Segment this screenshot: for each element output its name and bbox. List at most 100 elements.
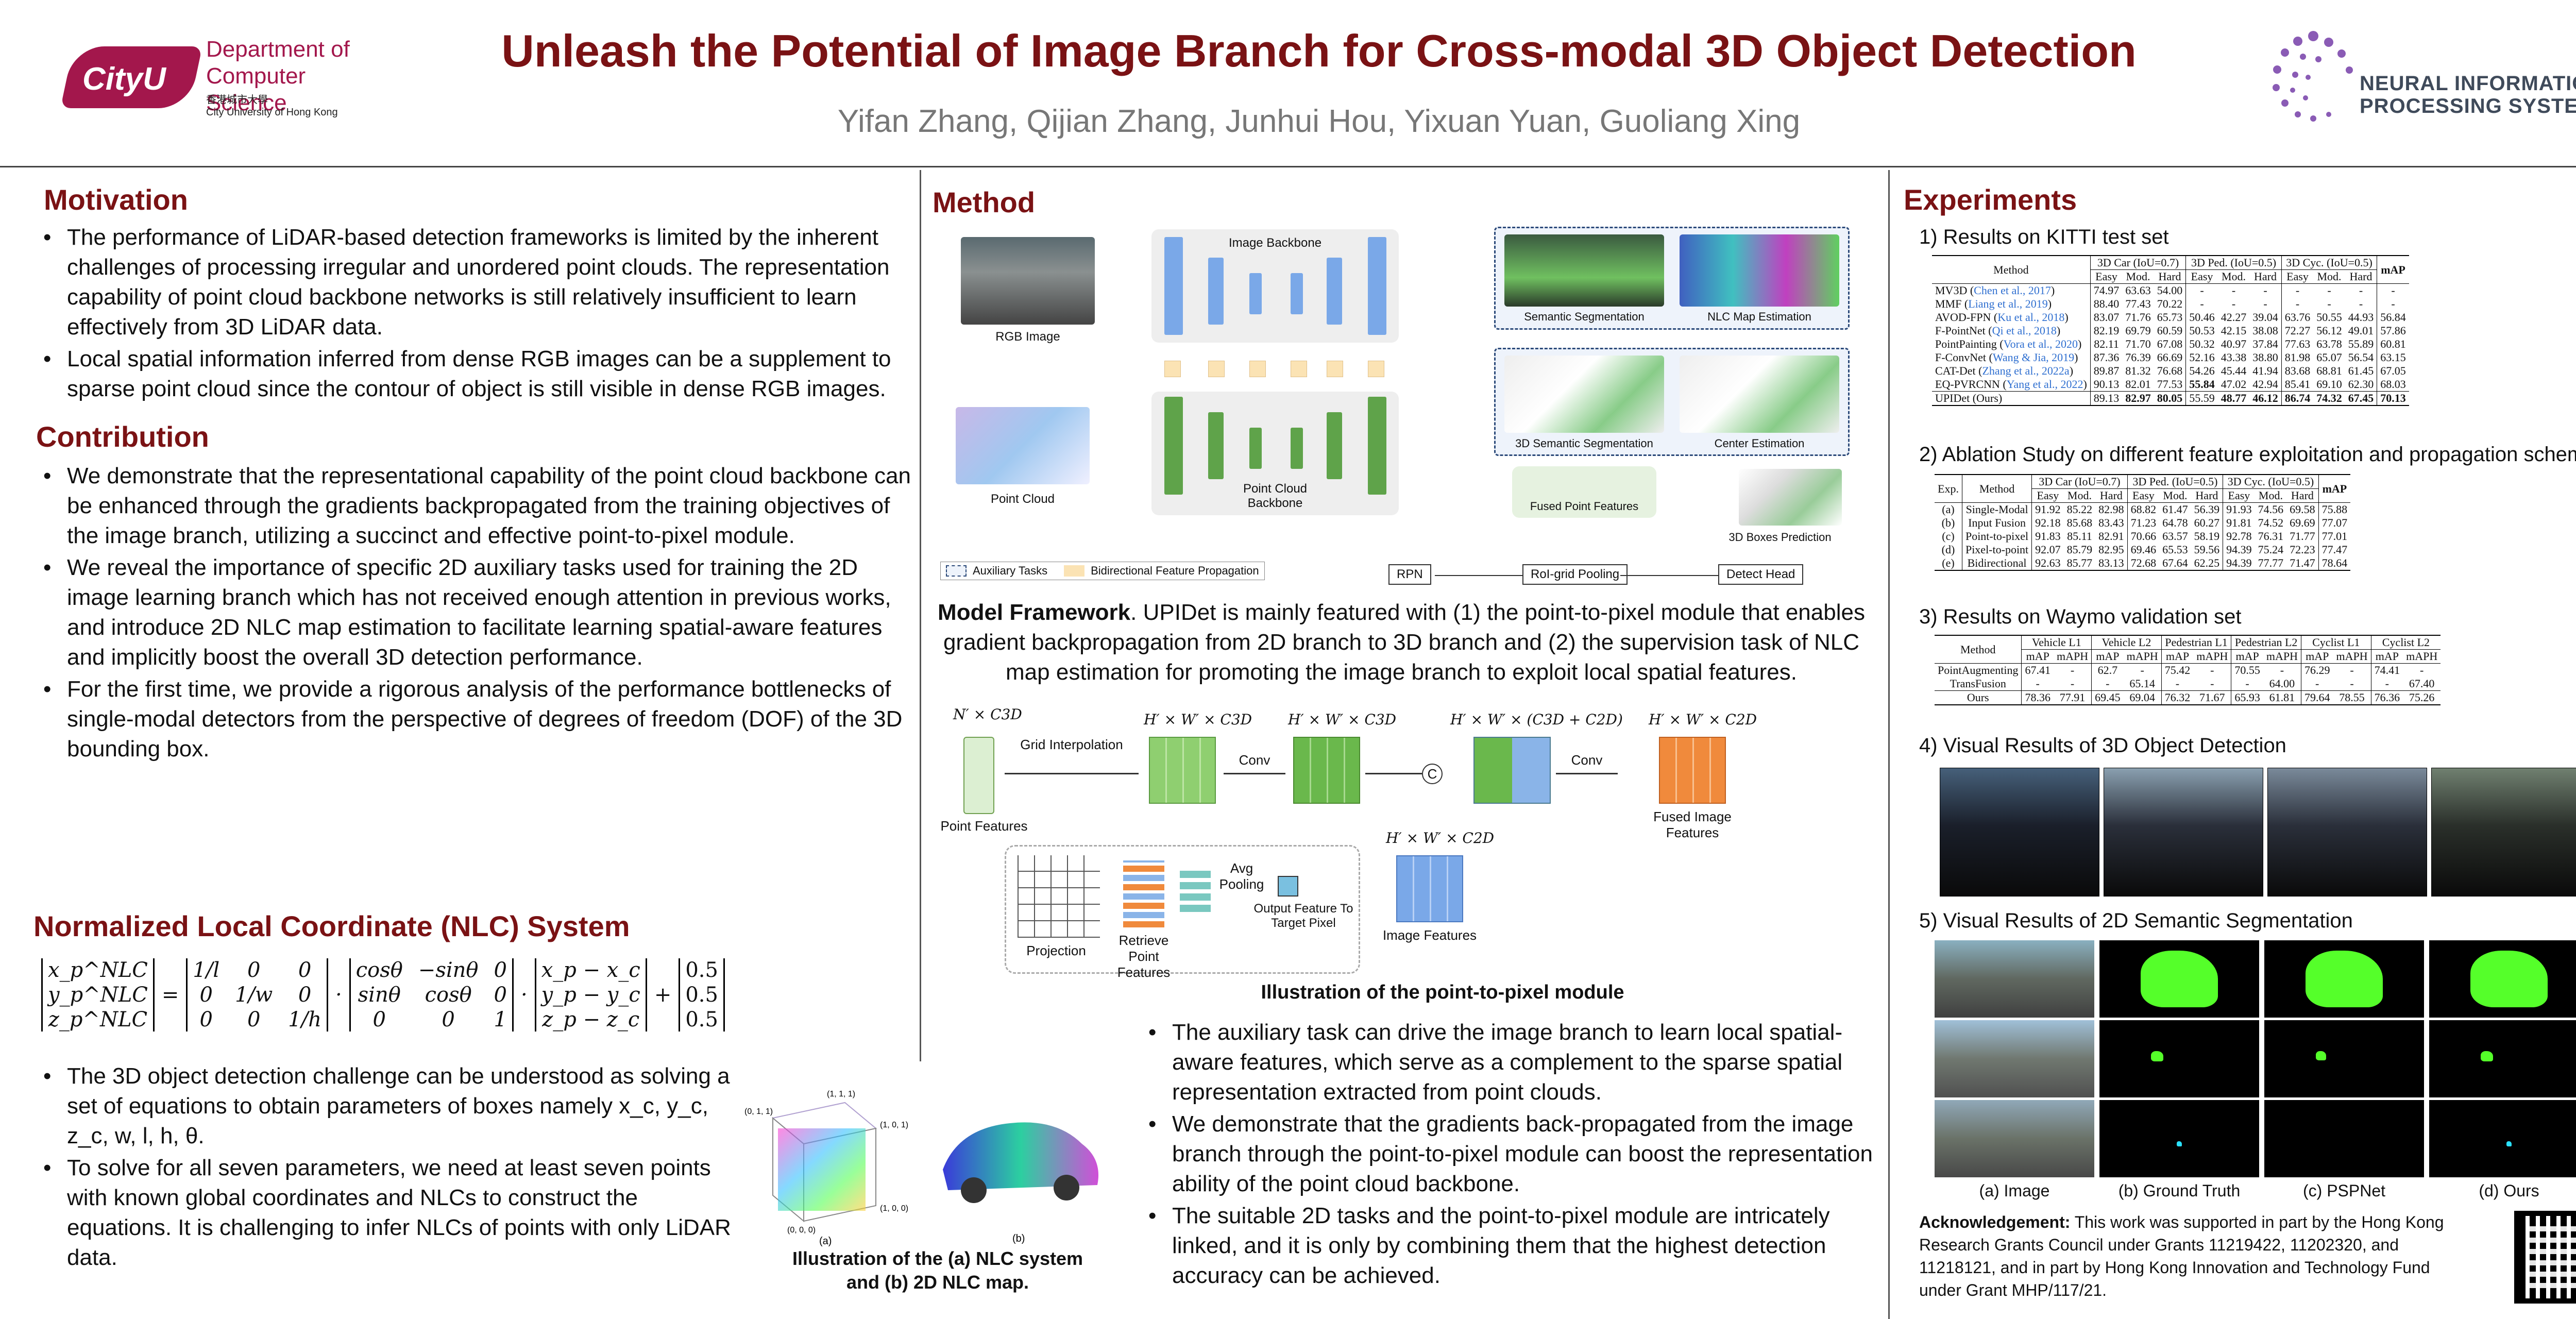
citation-link[interactable]: Ku et al., 2018 <box>1997 311 2065 324</box>
center-estimation-thumbnail <box>1680 356 1839 433</box>
kitti-value-cell: 54.26 <box>2185 364 2218 378</box>
kitti-value-cell: 57.86 <box>2377 324 2409 337</box>
point-encoder-layer <box>1164 397 1183 495</box>
kitti-value-cell: 83.07 <box>2090 311 2123 324</box>
waymo-value-cell: - <box>2140 664 2144 677</box>
roi-grid-pooling-block: RoI-grid Pooling <box>1522 564 1628 585</box>
seg-label-image: (a) Image <box>1979 1181 2050 1200</box>
m: 0 <box>494 958 507 982</box>
ablation-value-cell: 85.11 <box>2067 530 2092 543</box>
citation-link[interactable]: Qi et al., 2018 <box>1992 324 2057 337</box>
ablation-value-cell: 91.81 <box>2223 516 2255 530</box>
waymo-subcol-header: mAPH <box>2263 649 2301 664</box>
waymo-value-cell: 76.32 <box>2161 690 2194 705</box>
seg-ground-truth <box>2099 1020 2259 1097</box>
citation-link[interactable]: Yang et al., 2022 <box>2006 378 2083 391</box>
hw-concat-label: H′ × W′ × (C3D + C2D) <box>1450 711 1623 728</box>
waymo-value-cell: - <box>2070 664 2075 677</box>
qr-code[interactable] <box>2514 1211 2576 1304</box>
kitti-value-cell: 44.93 <box>2348 311 2374 324</box>
kitti-value-cell: 76.68 <box>2157 364 2183 377</box>
image-backbone-label: Image Backbone <box>1228 236 1322 250</box>
waymo-value-cell: 62.7 <box>2091 663 2124 677</box>
dot-operator: · <box>335 983 342 1007</box>
kitti-value-cell: 60.59 <box>2157 324 2183 337</box>
citation-link[interactable]: Zhang et al., 2022a <box>1982 364 2070 377</box>
corner-label: (0, 1, 1) <box>744 1107 773 1116</box>
ablation-value-cell: 82.98 <box>2098 503 2124 516</box>
waymo-title: 3) Results on Waymo validation set <box>1919 605 2242 628</box>
legend-bidir-swatch <box>1064 565 1085 577</box>
kitti-value-cell: 71.76 <box>2125 311 2151 324</box>
arrow <box>1005 773 1139 774</box>
column-divider-right <box>1888 170 1890 1319</box>
contribution-heading: Contribution <box>36 420 209 453</box>
seg-pspnet <box>2264 1020 2424 1097</box>
kitti-value-cell: - <box>2231 284 2236 297</box>
kitti-value-cell: 42.27 <box>2221 311 2247 324</box>
ablation-method-cell: Single-Modal <box>1961 502 2032 516</box>
kitti-value-cell: 43.38 <box>2221 351 2247 364</box>
citation-link[interactable]: Chen et al., 2017 <box>1974 284 2051 297</box>
acknowledgement: Acknowledgement: This work was supported… <box>1919 1211 2465 1301</box>
motivation-bullet: The performance of LiDAR-based detection… <box>36 223 917 342</box>
waymo-value-cell: 76.36 <box>2370 690 2403 705</box>
waymo-value-cell: 65.14 <box>2129 677 2155 690</box>
ablation-value-cell: 69.69 <box>2290 516 2315 529</box>
kitti-results-table: Method 3D Car (IoU=0.7) 3D Ped. (IoU=0.5… <box>1932 255 2409 406</box>
hw-c3d-label-1: H′ × W′ × C3D <box>1144 711 1252 728</box>
ablation-exp-cell: (b) <box>1941 516 1955 529</box>
ablation-value-cell: 69.46 <box>2127 543 2160 556</box>
ablation-value-cell: 65.53 <box>2162 543 2188 556</box>
seg-image <box>1935 940 2094 1018</box>
kitti-method-cell: MMF (Liang et al., 2019) <box>1935 297 2052 310</box>
waymo-value-cell: - <box>2210 664 2214 677</box>
image-encoder-layer <box>1249 273 1262 314</box>
kitti-value-cell: - <box>2377 297 2409 311</box>
point-decoder-layer <box>1291 428 1303 469</box>
ablation-value-cell: 77.01 <box>2318 530 2351 543</box>
ablation-value-cell: 58.19 <box>2194 530 2220 543</box>
nlc-figure: (0, 1, 1) (1, 1, 1) (1, 0, 1) (0, 0, 0) … <box>742 1082 1123 1247</box>
waymo-group-header: Pedestrian L2 <box>2231 635 2301 650</box>
kitti-value-cell: 76.39 <box>2125 351 2151 364</box>
corner-label: (1, 1, 1) <box>827 1090 855 1098</box>
projection-detail-box <box>1005 845 1360 974</box>
p2p-caption: Illustration of the point-to-pixel modul… <box>1261 982 1624 1003</box>
hw-c3d-label-2: H′ × W′ × C3D <box>1288 711 1397 728</box>
kitti-value-cell: 66.69 <box>2157 351 2183 364</box>
dept-line-1: Department of <box>206 37 350 62</box>
output-feature-label: Output Feature To Target Pixel <box>1253 902 1353 930</box>
citation-link[interactable]: Liang et al., 2019 <box>1968 297 2048 310</box>
seg-pspnet <box>2264 1100 2424 1177</box>
kitti-value-cell: 52.16 <box>2185 351 2218 364</box>
kitti-value-cell: 42.94 <box>2252 378 2278 391</box>
citation-link[interactable]: Vora et al., 2020 <box>2003 337 2078 350</box>
neurips-line-2: PROCESSING SYSTEMS <box>2360 95 2576 117</box>
kitti-value-cell: 50.55 <box>2316 311 2342 324</box>
header-divider <box>0 166 2576 167</box>
fused-point-features-box <box>1512 466 1656 518</box>
poster-authors: Yifan Zhang, Qijian Zhang, Junhui Hou, Y… <box>837 104 1801 139</box>
dot-operator: · <box>520 983 528 1007</box>
ablation-group-header: 3D Cyc. (IoU=0.5) <box>2223 474 2319 489</box>
ablation-value-cell: 85.22 <box>2066 503 2093 516</box>
ablation-value-cell: 85.77 <box>2063 556 2096 571</box>
kitti-method-cell: CAT-Det (Zhang et al., 2022a) <box>1935 364 2074 377</box>
kitti-value-cell: 50.53 <box>2185 324 2218 337</box>
legend-bidir-label: Bidirectional Feature Propagation <box>1091 564 1259 577</box>
citation-link[interactable]: Wang & Jia, 2019 <box>1992 351 2075 364</box>
point-cloud-label: Point Cloud <box>990 492 1055 506</box>
m: 0 <box>372 1008 386 1031</box>
waymo-subcol-header: mAP <box>2231 649 2263 664</box>
ablation-value-cell: 74.52 <box>2258 516 2284 529</box>
ablation-subcol-header: Hard <box>2095 488 2128 503</box>
ablation-value-cell: 85.79 <box>2066 543 2093 556</box>
kitti-value-cell: 38.80 <box>2252 351 2278 364</box>
point-cloud-backbone-box <box>1151 392 1399 515</box>
nlc-caption-line-2: and (b) 2D NLC map. <box>846 1272 1029 1293</box>
poster-title: Unleash the Potential of Image Branch fo… <box>501 25 2137 76</box>
